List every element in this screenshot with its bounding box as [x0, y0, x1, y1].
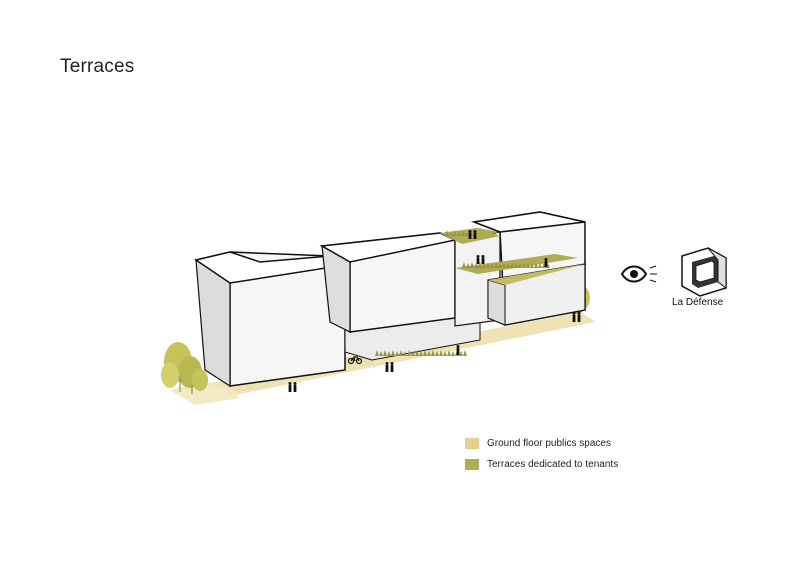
legend-item-ground: Ground floor publics spaces [465, 436, 618, 451]
pedestrian-icon [468, 230, 477, 239]
pedestrian-icon [456, 345, 460, 355]
legend-label-ground: Ground floor publics spaces [487, 438, 611, 449]
pedestrian-icon [572, 312, 581, 322]
eye-icon [620, 265, 657, 283]
building-block-middle-upper [319, 232, 458, 333]
ground-floor-public-space-front [170, 382, 240, 405]
legend-item-terraces: Terraces dedicated to tenants [465, 457, 618, 472]
legend-swatch-terraces [465, 459, 479, 470]
pedestrian-icon [544, 258, 548, 267]
building-block-right [471, 211, 586, 326]
building-block-left [194, 251, 348, 388]
la-defense-label: La Défense [672, 297, 724, 308]
tree-icon [161, 342, 208, 394]
pedestrian-icon [476, 255, 485, 264]
la-defense-arch-icon [681, 247, 727, 297]
pedestrian-icon [288, 382, 297, 392]
legend: Ground floor publics spaces Terraces ded… [465, 436, 618, 478]
bicycle-icon [347, 356, 363, 365]
legend-swatch-ground [465, 438, 479, 449]
legend-label-terraces: Terraces dedicated to tenants [487, 459, 619, 470]
pedestrian-icon [385, 362, 394, 372]
page-title: Terraces [60, 56, 135, 77]
